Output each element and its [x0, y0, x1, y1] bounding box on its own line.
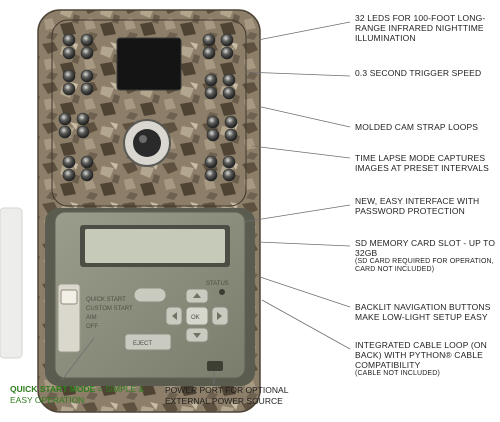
motion-sensor-window — [116, 37, 182, 91]
mode-aim: AIM — [86, 315, 97, 321]
callout-sd-card: SD memory card slot - up to 32GB (SD car… — [355, 238, 500, 274]
mode-off: OFF — [86, 324, 98, 330]
infrared-led-icon — [62, 82, 76, 96]
quick-start-key: Quick Start Mode — [10, 384, 96, 394]
infrared-led-icon — [204, 73, 218, 87]
infrared-led-icon — [206, 115, 220, 129]
infrared-led-icon — [62, 69, 76, 83]
infrared-led-icon — [222, 73, 236, 87]
infrared-led-icon — [220, 33, 234, 47]
navigation-pad: OK — [165, 288, 229, 343]
infrared-led-icon — [76, 125, 90, 139]
callout-trigger-speed: 0.3 second trigger speed — [355, 68, 482, 78]
infrared-led-icon — [62, 168, 76, 182]
infrared-led-icon — [62, 46, 76, 60]
infrared-led-icon — [224, 128, 238, 142]
infrared-led-icon — [204, 168, 218, 182]
callout-cable-loop: Integrated cable loop (on back) with Pyt… — [355, 340, 500, 378]
ok-button[interactable] — [185, 306, 209, 326]
callout-interface: New, easy interface with password protec… — [355, 196, 480, 216]
arrow-left-icon — [172, 312, 177, 320]
callout-strap-loops: Molded cam strap loops — [355, 122, 479, 132]
mode-switch-knob[interactable] — [60, 289, 78, 305]
eject-button[interactable] — [124, 333, 172, 351]
strap — [0, 207, 23, 359]
infrared-led-icon — [80, 82, 94, 96]
infrared-led-icon — [80, 155, 94, 169]
callout-backlit-buttons: Backlit navigation buttons make low-ligh… — [355, 302, 491, 322]
infrared-led-icon — [58, 112, 72, 126]
infrared-led-icon — [80, 69, 94, 83]
quick-start-callout: Quick Start Mode = simple & easy operati… — [10, 384, 150, 406]
infrared-led-icon — [62, 33, 76, 47]
infrared-led-icon — [222, 86, 236, 100]
infrared-led-icon — [222, 168, 236, 182]
infrared-led-icon — [202, 46, 216, 60]
status-led-icon — [219, 289, 225, 295]
infrared-led-icon — [80, 46, 94, 60]
infrared-led-icon — [58, 125, 72, 139]
arrow-down-icon — [193, 333, 201, 338]
callout-led: 32 LEDs for 100-foot long-range infrared… — [355, 13, 486, 43]
infrared-led-icon — [76, 112, 90, 126]
callout-cable-note: (Cable not included) — [355, 370, 440, 377]
quick-start-desc: = simple & easy operation — [10, 384, 145, 405]
infrared-led-icon — [204, 155, 218, 169]
callout-sd-card-note: (SD card required for operation, card no… — [355, 258, 494, 273]
infrared-led-icon — [80, 168, 94, 182]
infrared-led-array — [58, 33, 238, 182]
infrared-led-icon — [220, 46, 234, 60]
status-label: STATUS — [206, 281, 229, 287]
infrared-led-icon — [224, 115, 238, 129]
power-port-callout: Power port for optional external power s… — [165, 385, 289, 406]
callout-time-lapse: Time lapse mode captures images at prese… — [355, 153, 489, 173]
front-panel — [51, 19, 247, 207]
lcd-screen — [85, 229, 225, 263]
ok-label: OK — [191, 315, 200, 321]
power-port — [207, 361, 223, 371]
infrared-led-icon — [202, 33, 216, 47]
menu-button[interactable] — [133, 287, 167, 303]
infrared-led-icon — [206, 128, 220, 142]
arrow-up-icon — [193, 293, 201, 298]
infrared-led-icon — [222, 155, 236, 169]
mode-custom-start: CUSTOM START — [86, 306, 133, 312]
callout-lines — [61, 21, 351, 384]
infrared-led-icon — [204, 86, 218, 100]
lens-icon — [133, 129, 161, 157]
eject-label: EJECT — [133, 341, 152, 347]
infrared-led-icon — [80, 33, 94, 47]
arrow-right-icon — [217, 312, 222, 320]
infrared-led-icon — [62, 155, 76, 169]
mode-quick-start: QUICK START — [86, 297, 126, 303]
